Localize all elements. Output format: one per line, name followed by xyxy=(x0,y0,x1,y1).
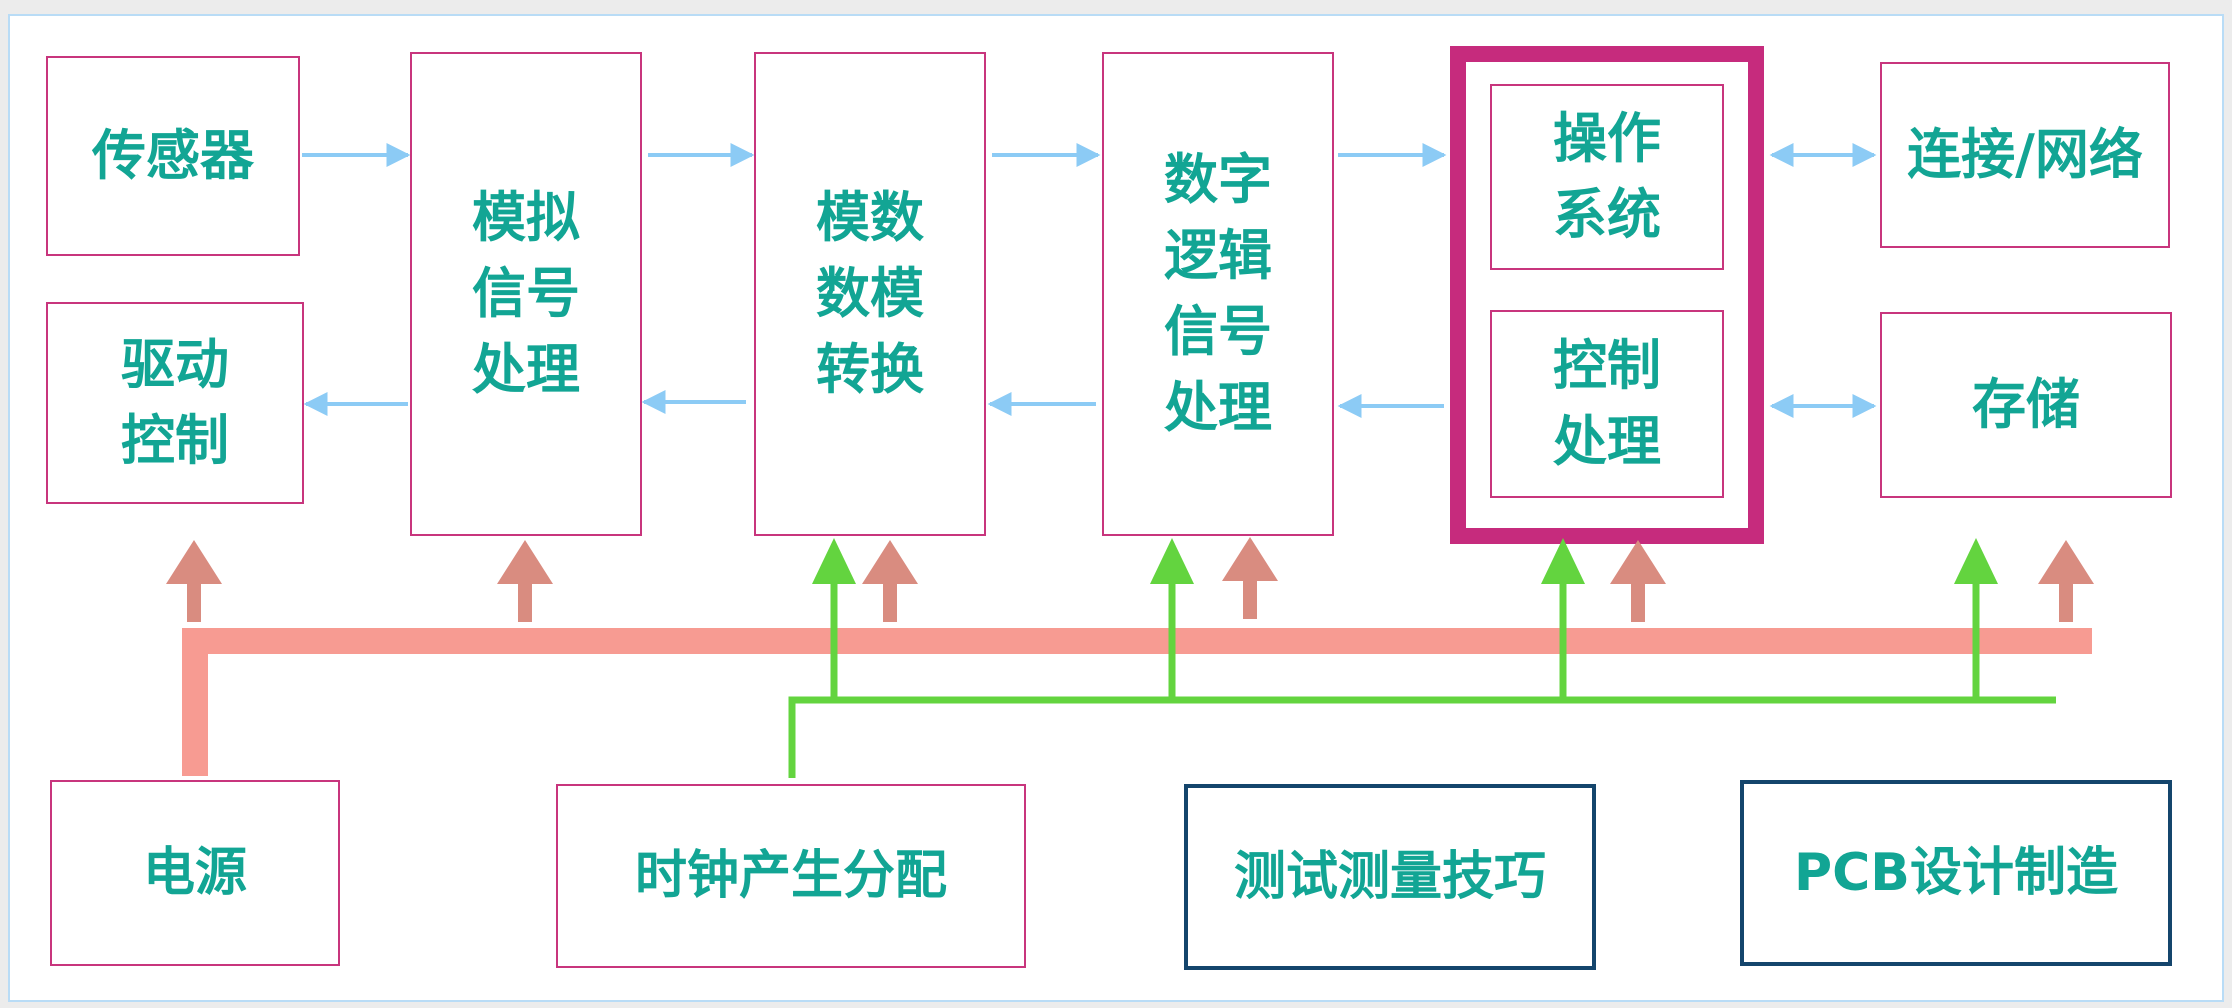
clock-block: 时钟产生分配 xyxy=(556,784,1026,968)
clock-arrow-digital xyxy=(1150,538,1194,584)
power-arrow-storage xyxy=(2038,540,2094,622)
power-arrow-adc xyxy=(862,540,918,622)
pcb-block: PCB设计制造 xyxy=(1740,780,2172,966)
clock-arrow-processor xyxy=(1541,538,1585,584)
clock-arrow-adc xyxy=(812,538,856,584)
os-block: 操作 系统 xyxy=(1490,84,1724,270)
sensor-block: 传感器 xyxy=(46,56,300,256)
drive-control-block: 驱动 控制 xyxy=(46,302,304,504)
storage-block: 存储 xyxy=(1880,312,2172,498)
power-arrows xyxy=(166,537,2094,622)
test-measure-block: 测试测量技巧 xyxy=(1184,784,1596,970)
power-bus-vertical xyxy=(182,628,208,776)
control-processing-block: 控制 处理 xyxy=(1490,310,1724,498)
power-bus-horizontal xyxy=(182,628,2092,654)
adc-dac-block: 模数 数模 转换 xyxy=(754,52,986,536)
analog-processing-block: 模拟 信号 处理 xyxy=(410,52,642,536)
power-bus xyxy=(182,628,2092,776)
clock-bus xyxy=(788,574,2056,778)
clock-bus-line xyxy=(788,696,2056,778)
power-arrow-digital xyxy=(1222,537,1278,619)
power-arrow-analog xyxy=(497,540,553,622)
power-arrow-processor xyxy=(1610,540,1666,622)
power-block: 电源 xyxy=(50,780,340,966)
bidirectional-arrows xyxy=(1769,143,1877,418)
digital-logic-block: 数字 逻辑 信号 处理 xyxy=(1102,52,1334,536)
power-arrow-drive xyxy=(166,540,222,622)
network-block: 连接/网络 xyxy=(1880,62,2170,248)
clock-arrow-storage xyxy=(1954,538,1998,584)
backward-signal-arrows xyxy=(303,390,1444,418)
clock-arrowheads xyxy=(812,538,1998,584)
